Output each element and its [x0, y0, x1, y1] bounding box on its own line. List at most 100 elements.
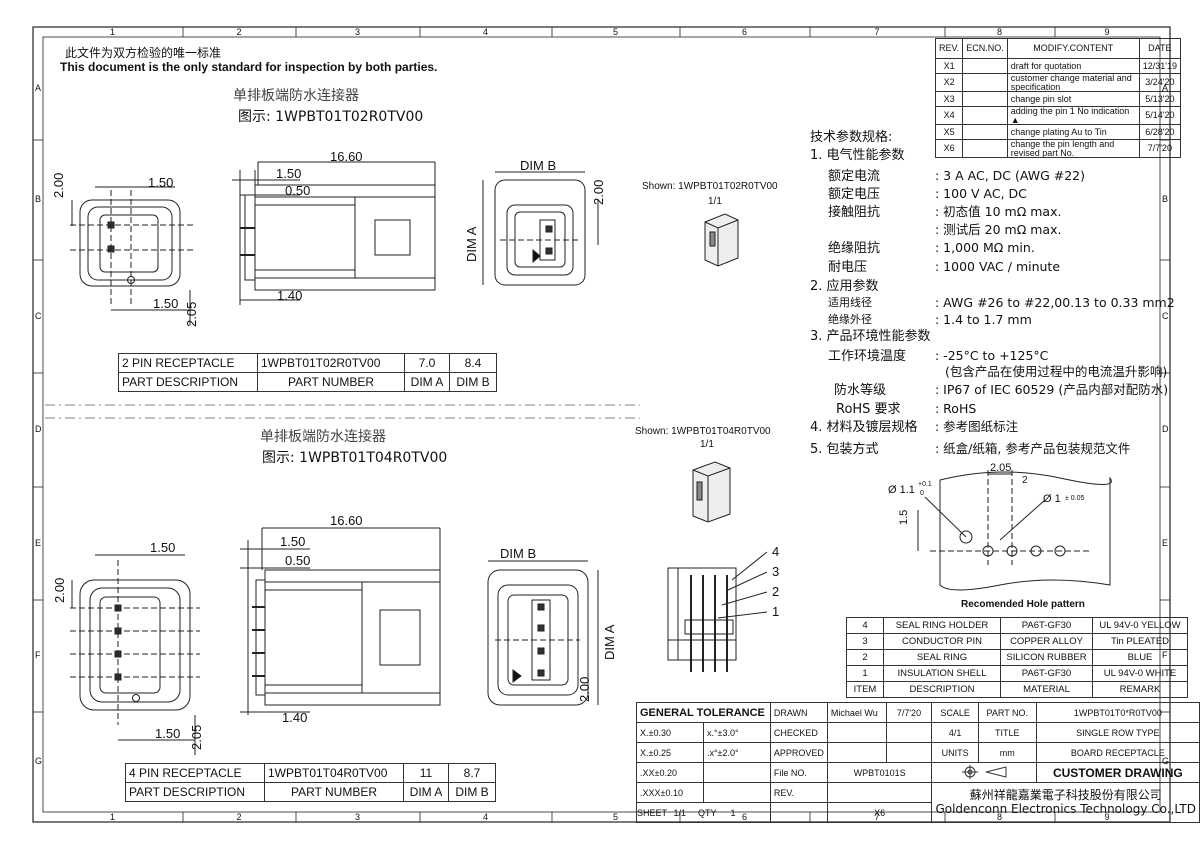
p2-dim-1660: 16.60 — [330, 513, 363, 528]
zone-col-label: 1 — [110, 27, 116, 37]
p2-dima-hdr: DIM A — [403, 782, 449, 802]
rev-hdr-date: DATE — [1138, 38, 1181, 59]
zone-col-label: 4 — [483, 27, 489, 37]
approved-label: APPROVED — [769, 742, 828, 763]
bom-cell: SEAL RING — [883, 649, 1001, 666]
spec-label: 工作环境温度 — [828, 349, 907, 364]
p2-dim-205: 2.05 — [189, 724, 204, 750]
zone-row-label: B — [1162, 194, 1169, 204]
title-label: TITLE — [977, 722, 1037, 743]
spec-label: 绝缘阻抗 — [828, 241, 881, 256]
spec-value: : 1.4 to 1.7 mm — [935, 312, 1032, 327]
revision-cell: customer change material and specificati… — [1006, 72, 1140, 93]
p2-shown: Shown: 1WPBT01T04R0TV00 — [635, 426, 771, 437]
p1-dim-a: DIM A — [464, 226, 479, 262]
callout-1: 1 — [772, 604, 780, 619]
spec-label: 接触阻抗 — [828, 205, 881, 220]
p1-desc: 2 PIN RECEPTACLE — [118, 353, 258, 373]
revision-row: X2 customer change material and specifica… — [934, 72, 1181, 93]
inner-border — [42, 36, 1161, 813]
revision-cell: X4 — [934, 106, 964, 126]
p2-dim-150-bottom: 1.50 — [155, 726, 181, 741]
p1-dim-150-top: 1.50 — [148, 175, 174, 190]
p1-dim-1660: 16.60 — [330, 149, 363, 164]
partno-value: 1WPBT01T0*R0TV00 — [1035, 702, 1200, 723]
part1-side-view — [232, 161, 436, 305]
spec-value: : 3 A AC, DC (AWG #22) — [935, 168, 1085, 183]
part1-table: 2 PIN RECEPTACLE 1WPBT01T02R0TV00 7.0 8.… — [118, 353, 497, 392]
zone-col-label: 3 — [355, 812, 361, 822]
tol-row4-a: .XXX±0.10 — [636, 782, 704, 803]
part2-title: 单排板端防水连接器 — [260, 429, 386, 445]
bom-cell: BLUE — [1092, 649, 1188, 666]
zone-row-label: E — [35, 537, 42, 548]
p2-dim-150-side: 1.50 — [280, 534, 306, 549]
outer-border — [32, 26, 1171, 823]
section-view — [667, 551, 768, 672]
p2-desc: 4 PIN RECEPTACLE — [125, 763, 265, 783]
p1-scale: 1/1 — [708, 196, 722, 207]
revision-cell — [962, 139, 1008, 159]
bom-cell: SEAL RING HOLDER — [883, 617, 1001, 634]
p1-shown: Shown: 1WPBT01T02R0TV00 — [642, 181, 778, 192]
zone-col-label: 2 — [236, 27, 242, 37]
spec-label: 额定电压 — [828, 187, 881, 202]
revision-cell: 12/31'19 — [1138, 58, 1181, 74]
p1-dima-val: 7.0 — [404, 353, 450, 373]
hole-tol-1: ± 0.05 — [1065, 495, 1085, 502]
gen-tol-label: GENERAL TOLERANCE — [636, 702, 771, 723]
zone-row-label: D — [1162, 424, 1169, 434]
revision-cell — [962, 106, 1008, 126]
hole-caption: Recomended Hole pattern — [961, 599, 1085, 610]
bom-cell: PA6T-GF30 — [1000, 665, 1093, 682]
part1-front-view — [70, 186, 195, 325]
p2-pn-hdr: PART NUMBER — [264, 782, 404, 802]
p2-dim-b: DIM B — [500, 546, 537, 561]
hole-dim-205: 2.05 — [990, 462, 1012, 474]
revision-cell: 5/13'20 — [1138, 91, 1181, 108]
part2-isometric — [692, 461, 731, 523]
part1-model: 图示: 1WPBT01T02R0TV00 — [238, 109, 424, 125]
revision-cell: X1 — [934, 58, 964, 74]
bom-cell: UL 94V-0 YELLOW — [1092, 617, 1188, 634]
fileno-value: WPBT0101S — [826, 762, 933, 783]
title-block: GENERAL TOLERANCE DRAWN Michael Wu 7/7'2… — [636, 702, 1200, 823]
p1-dim-200-end: 2.00 — [591, 179, 606, 205]
spec-label: RoHS 要求 — [836, 402, 901, 417]
drawn-label: DRAWN — [769, 702, 828, 723]
zone-row-label: C — [35, 310, 42, 321]
zone-row-label: F — [35, 650, 41, 660]
spec-value: : 参考图纸标注 — [935, 419, 1019, 434]
p2-dima-val: 11 — [403, 763, 449, 783]
part2-model: 图示: 1WPBT01T04R0TV00 — [262, 450, 448, 466]
rev-label: REV. — [769, 782, 828, 803]
spec-label: 额定电流 — [828, 169, 881, 184]
bom-cell: 3 — [846, 633, 884, 650]
zone-col-label: 9 — [1104, 27, 1110, 37]
bom-cell: MATERIAL — [1000, 681, 1093, 698]
p2-dim-140: 1.40 — [282, 710, 308, 725]
revision-cell: 7/7'20 — [1138, 139, 1181, 159]
zone-col-label: 8 — [997, 27, 1003, 37]
p1-pn-hdr: PART NUMBER — [257, 372, 405, 392]
revision-cell: X2 — [934, 72, 964, 93]
spec-section-label: 1. 电气性能参数 — [810, 148, 905, 163]
scale-value: 4/1 — [931, 722, 979, 743]
rev-hdr-content: MODIFY.CONTENT — [1006, 38, 1140, 59]
spec-value: : 1,000 MΩ min. — [935, 240, 1035, 255]
p2-dimb-hdr: DIM B — [448, 782, 496, 802]
p1-dimb-val: 8.4 — [449, 353, 497, 373]
revision-cell: change plating Au to Tin — [1006, 124, 1140, 141]
projection-icon — [962, 764, 1007, 779]
bom-cell: COPPER ALLOY — [1000, 633, 1093, 650]
p1-dima-hdr: DIM A — [404, 372, 450, 392]
revision-cell — [962, 58, 1008, 74]
qty-value: 1 — [730, 807, 736, 818]
revision-cell: change the pin length and revised part N… — [1006, 139, 1140, 159]
p2-dim-a: DIM A — [602, 624, 617, 660]
